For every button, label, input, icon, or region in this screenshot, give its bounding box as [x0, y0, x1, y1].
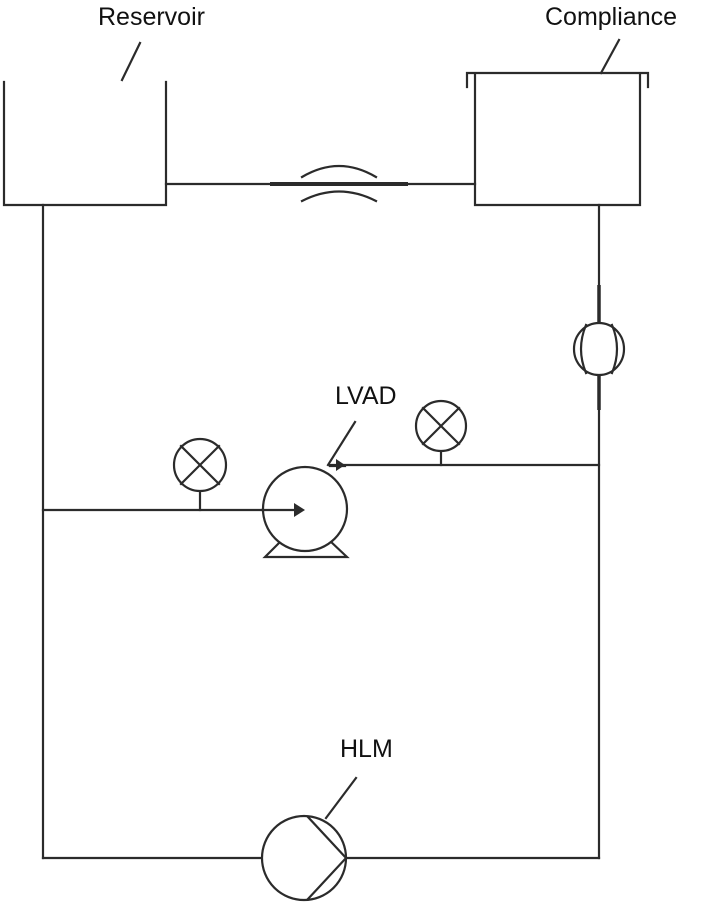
flow-meter-icon: [572, 321, 626, 377]
hlm-pump-upper-chord: [306, 815, 348, 860]
hlm-pump-housing: [260, 814, 348, 902]
outflow-gauge-cross-b: [421, 406, 461, 446]
lvad-leader-line: [326, 420, 357, 467]
flow-meter-left-arc: [579, 323, 588, 375]
reservoir-leader-line: [120, 41, 142, 82]
hlm-leader-line: [324, 776, 358, 820]
compliance-chamber: [473, 73, 642, 207]
lvad-center-arrow-icon: [294, 503, 305, 517]
compliance-label: Compliance: [545, 3, 677, 31]
lvad-label: LVAD: [335, 382, 397, 410]
compliance-leader-line: [599, 38, 621, 75]
reservoir-label: Reservoir: [98, 3, 205, 31]
inflow-gauge-cross-b: [179, 444, 221, 486]
flow-meter-right-arc: [610, 323, 619, 375]
hlm-pump-lower-chord: [306, 856, 348, 901]
resistance-lower-arc: [300, 190, 378, 203]
hlm-label: HLM: [340, 735, 393, 763]
lvad-pump-icon: [260, 464, 350, 559]
compliance-lid: [465, 71, 650, 89]
lvad-pump-base: [262, 538, 350, 559]
hlm-pump-icon: [260, 814, 348, 902]
reservoir-tank: [2, 80, 168, 207]
resistance-upper-arc: [300, 164, 378, 179]
